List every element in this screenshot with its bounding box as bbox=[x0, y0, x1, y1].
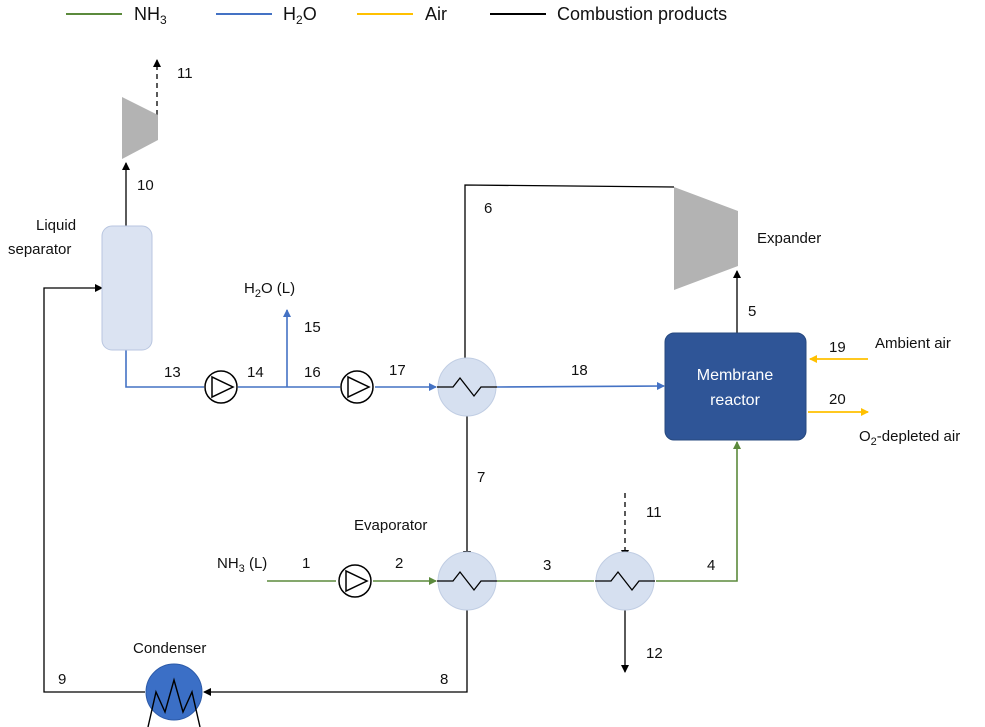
stream-9-line bbox=[43, 284, 145, 693]
stream-number: 11 bbox=[177, 65, 193, 82]
legend-h2o-label: H2O bbox=[283, 4, 317, 27]
pump-3 bbox=[338, 564, 372, 598]
stream-number: 4 bbox=[707, 557, 715, 574]
liquid-separator bbox=[101, 225, 153, 351]
air-lines bbox=[808, 355, 869, 416]
legend: NH3 H2O Air Combustion products bbox=[66, 4, 727, 27]
condenser bbox=[145, 663, 203, 727]
stream-number: 15 bbox=[304, 319, 321, 336]
h2o-liquid-label: H2O (L) bbox=[244, 280, 295, 300]
water-lines bbox=[125, 309, 665, 391]
expander bbox=[674, 187, 738, 290]
liquid-separator-label: separator bbox=[8, 241, 71, 258]
evaporator-label: Evaporator bbox=[354, 517, 427, 534]
stream-number: 2 bbox=[395, 555, 403, 572]
stream-8-line bbox=[203, 602, 468, 696]
combustion-lines bbox=[43, 59, 741, 696]
stream-number: 1 bbox=[302, 555, 310, 572]
legend-air-label: Air bbox=[425, 4, 447, 24]
membrane-reactor bbox=[664, 332, 807, 441]
pump-1 bbox=[204, 370, 238, 404]
nh3-liquid-label: NH3 (L) bbox=[217, 555, 267, 575]
stream-number: 16 bbox=[304, 364, 321, 381]
expander-label: Expander bbox=[757, 230, 821, 247]
legend-nh3-label: NH3 bbox=[134, 4, 167, 27]
heat-exchanger-recuperator bbox=[437, 357, 497, 417]
ambient-air-label: Ambient air bbox=[875, 335, 951, 352]
stream-number: 7 bbox=[477, 469, 485, 486]
membrane-reactor-label: reactor bbox=[710, 392, 760, 409]
stream-number: 13 bbox=[164, 364, 181, 381]
liquid-separator-label: Liquid bbox=[36, 217, 76, 234]
stream-number: 6 bbox=[484, 200, 492, 217]
membrane-reactor-label: Membrane bbox=[697, 367, 774, 384]
stream-number: 5 bbox=[748, 303, 756, 320]
stream-number: 12 bbox=[646, 645, 663, 662]
stream-number: 20 bbox=[829, 391, 846, 408]
stream-number: 9 bbox=[58, 671, 66, 688]
stream-number: 11 bbox=[646, 504, 662, 521]
turbine bbox=[122, 97, 158, 159]
pump-2 bbox=[340, 370, 374, 404]
condenser-label: Condenser bbox=[133, 640, 206, 657]
stream-number: 3 bbox=[543, 557, 551, 574]
legend-combustion-label: Combustion products bbox=[557, 4, 727, 24]
stream-number: 18 bbox=[571, 362, 588, 379]
stream-number: 19 bbox=[829, 339, 846, 356]
stream-18-line bbox=[496, 382, 665, 391]
stream-number: 10 bbox=[137, 177, 154, 194]
stream-13-line bbox=[125, 350, 204, 388]
stream-number: 8 bbox=[440, 671, 448, 688]
stream-6-line bbox=[461, 184, 675, 368]
stream-4-line bbox=[656, 441, 741, 582]
heat-exchanger-preheater bbox=[595, 551, 655, 611]
o2-depleted-air-label: O2-depleted air bbox=[859, 428, 960, 448]
stream-number: 14 bbox=[247, 364, 264, 381]
evaporator-exchanger bbox=[437, 551, 497, 611]
ammonia-lines bbox=[267, 441, 741, 585]
stream-number: 17 bbox=[389, 362, 406, 379]
